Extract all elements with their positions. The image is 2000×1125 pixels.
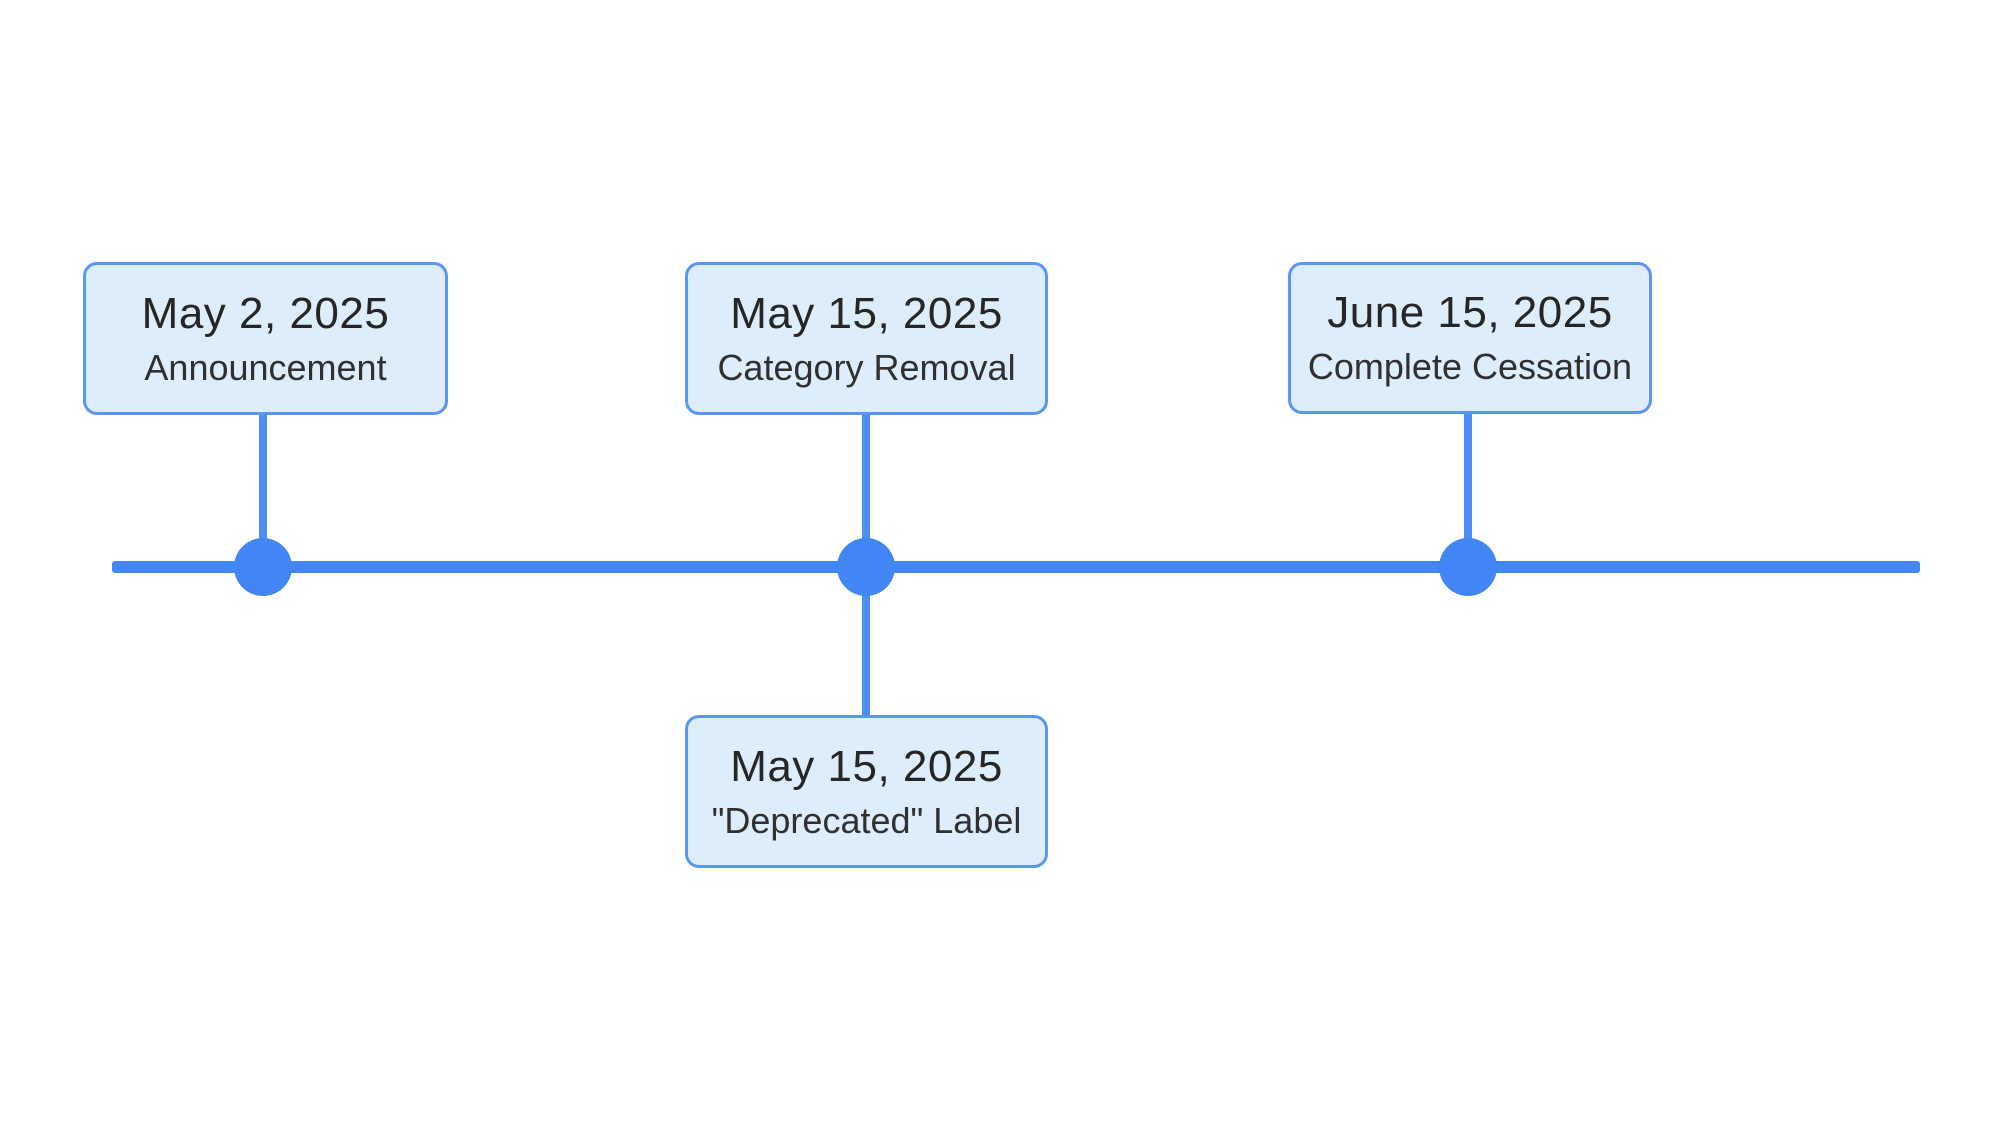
event-connector-line: [862, 567, 870, 717]
event-connector-line: [259, 413, 267, 569]
event-label: Category Removal: [717, 346, 1016, 388]
event-card-deprecated-label: May 15, 2025 "Deprecated" Label: [685, 715, 1048, 868]
event-label: Complete Cessation: [1307, 346, 1633, 387]
event-card-complete-cessation: June 15, 2025 Complete Cessation: [1288, 262, 1652, 414]
timeline-milestone-dot: [837, 538, 895, 596]
event-connector-line: [1464, 413, 1472, 569]
event-label: "Deprecated" Label: [711, 799, 1022, 841]
timeline-milestone-dot: [234, 538, 292, 596]
event-card-category-removal: May 15, 2025 Category Removal: [685, 262, 1048, 415]
event-connector-line: [862, 413, 870, 569]
timeline-axis-line: [112, 561, 1920, 573]
event-card-announcement: May 2, 2025 Announcement: [83, 262, 448, 415]
event-date: May 2, 2025: [141, 288, 390, 338]
event-date: May 15, 2025: [730, 288, 1003, 338]
timeline-milestone-dot: [1439, 538, 1497, 596]
event-date: May 15, 2025: [730, 741, 1003, 791]
event-label: Announcement: [144, 346, 387, 388]
event-date: June 15, 2025: [1327, 288, 1613, 337]
